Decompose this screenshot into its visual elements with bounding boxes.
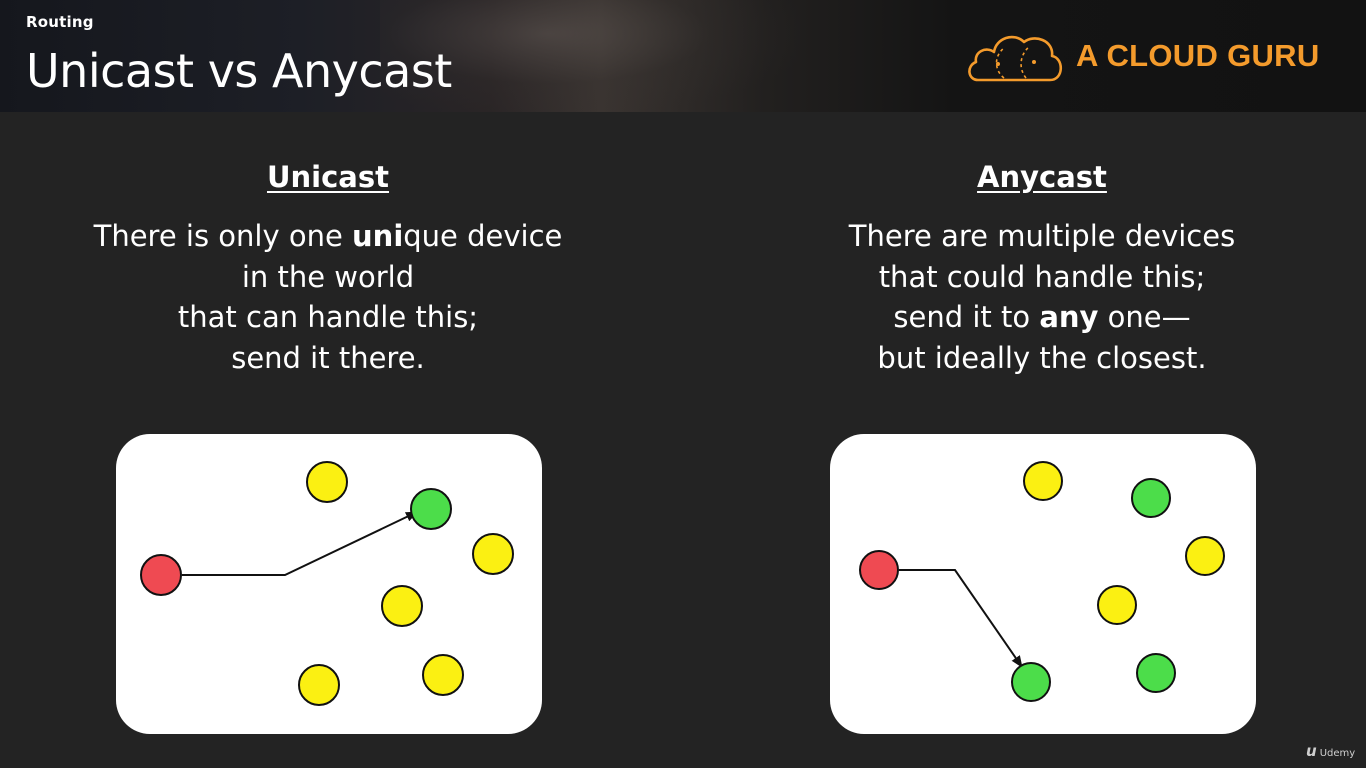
alternate-target-node <box>1136 653 1176 693</box>
anycast-heading: Anycast <box>977 160 1107 194</box>
anycast-line-1: There are multiple devices <box>848 219 1236 253</box>
slide-title: Unicast vs Anycast <box>26 44 452 98</box>
unicast-description: There is only one unique device in the w… <box>48 216 608 378</box>
unicast-line-1: There is only one unique device <box>93 219 563 253</box>
anycast-line-2: that could handle this; <box>878 259 1206 294</box>
anycast-route-arrow <box>899 569 1023 668</box>
device-node <box>298 664 340 706</box>
anycast-line-3: send it to any one— <box>893 300 1191 334</box>
udemy-logo-icon: u <box>1306 742 1317 760</box>
presenter-video-background <box>380 0 800 112</box>
unicast-line-3: that can handle this; <box>177 300 479 334</box>
device-node <box>1185 536 1225 576</box>
brand-logo: A CLOUD GURU <box>960 24 1340 90</box>
unicast-heading: Unicast <box>266 160 390 194</box>
source-node <box>859 550 899 590</box>
unicast-line-2: in the world <box>241 259 415 294</box>
target-node <box>1011 662 1051 702</box>
device-node <box>1097 585 1137 625</box>
unicast-diagram-svg <box>140 461 514 706</box>
anycast-diagram-svg <box>859 461 1225 702</box>
alternate-target-node <box>1131 478 1171 518</box>
target-node <box>410 488 452 530</box>
section-label: Routing <box>26 13 94 31</box>
unicast-column: Unicast There is only one unique device … <box>48 150 608 378</box>
cloud-logo-icon <box>968 35 1063 82</box>
unicast-route-arrow <box>182 511 418 576</box>
slide-header: Routing Unicast vs Anycast A CLOUD GURU <box>0 0 1366 112</box>
unicast-line-4: send it there. <box>231 340 425 375</box>
unicast-diagram <box>116 434 542 734</box>
device-node <box>306 461 348 503</box>
device-node <box>381 585 423 627</box>
source-node <box>140 554 182 596</box>
anycast-description: There are multiple devices that could ha… <box>762 216 1322 378</box>
device-node <box>422 654 464 696</box>
brand-name: A CLOUD GURU <box>1076 38 1320 73</box>
device-node <box>472 533 514 575</box>
device-node <box>1023 461 1063 501</box>
anycast-column: Anycast There are multiple devices that … <box>762 150 1322 378</box>
anycast-line-4: but ideally the closest. <box>877 340 1207 375</box>
anycast-diagram <box>830 434 1256 734</box>
